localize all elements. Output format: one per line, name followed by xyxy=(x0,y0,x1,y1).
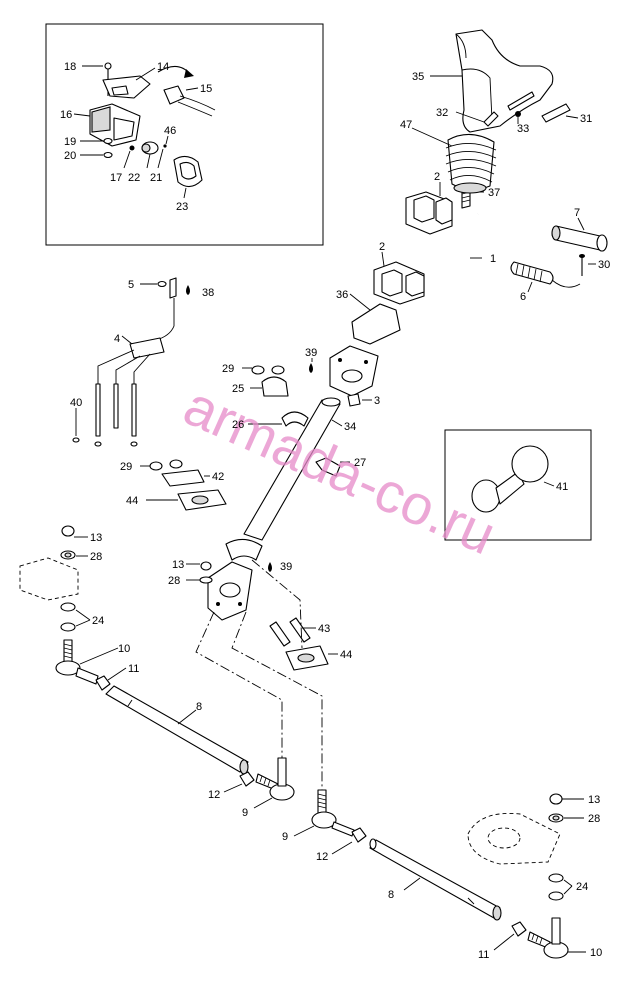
mount-bracket xyxy=(349,293,401,345)
callout-8b: 8 xyxy=(388,889,394,901)
callout-28a: 28 xyxy=(90,551,102,563)
callout-34: 34 xyxy=(344,421,356,433)
callout-42: 42 xyxy=(212,471,224,483)
upper-flange xyxy=(309,345,379,407)
trim-strip xyxy=(541,103,579,123)
callout-14: 14 xyxy=(157,61,169,73)
callout-22: 22 xyxy=(128,172,140,184)
callout-1: 1 xyxy=(490,253,496,265)
callout-24a: 24 xyxy=(92,615,104,627)
callout-44b: 44 xyxy=(340,649,352,661)
guide-lines xyxy=(195,559,323,790)
throttle-cable xyxy=(72,277,190,447)
callout-17: 17 xyxy=(110,172,122,184)
callout-10b: 10 xyxy=(590,947,602,959)
handlebar-cover xyxy=(430,29,554,133)
column-clamps xyxy=(242,365,350,477)
callout-13b: 13 xyxy=(172,559,184,571)
callout-23: 23 xyxy=(176,201,188,213)
callout-35: 35 xyxy=(412,71,424,83)
callout-5: 5 xyxy=(128,279,134,291)
callout-28c: 28 xyxy=(588,813,600,825)
callout-24b: 24 xyxy=(576,881,588,893)
callout-11b: 11 xyxy=(478,949,489,961)
callout-21: 21 xyxy=(150,172,162,184)
mid-clamp xyxy=(140,459,227,511)
callout-29a: 29 xyxy=(222,363,234,375)
switch-assembly xyxy=(73,62,216,199)
horn xyxy=(471,445,555,513)
callout-18: 18 xyxy=(64,61,76,73)
lower-flange xyxy=(186,538,272,621)
callout-7: 7 xyxy=(574,207,580,219)
callout-12b: 12 xyxy=(316,851,328,863)
callout-11a: 11 xyxy=(128,663,139,675)
callout-37: 37 xyxy=(488,187,500,199)
callout-38: 38 xyxy=(202,287,214,299)
callout-25: 25 xyxy=(232,383,244,395)
callout-2b: 2 xyxy=(379,241,385,253)
callout-44a: 44 xyxy=(126,495,138,507)
callout-30: 30 xyxy=(598,259,610,271)
callout-19: 19 xyxy=(64,136,76,148)
inset-frame-horn xyxy=(444,429,592,541)
callout-46: 46 xyxy=(164,125,176,137)
callout-12a: 12 xyxy=(208,789,220,801)
callout-20: 20 xyxy=(64,150,76,162)
callout-10a: 10 xyxy=(118,643,130,655)
callout-2a: 2 xyxy=(434,171,440,183)
right-linkage xyxy=(293,789,586,959)
callout-29b: 29 xyxy=(120,461,132,473)
callout-13a: 13 xyxy=(90,532,102,544)
callout-15: 15 xyxy=(200,83,212,95)
left-linkage xyxy=(19,525,295,809)
lower-clamp-44 xyxy=(269,617,338,671)
callout-9b: 9 xyxy=(282,831,288,843)
callout-16: 16 xyxy=(60,109,72,121)
callout-26: 26 xyxy=(232,419,244,431)
callout-32: 32 xyxy=(436,107,448,119)
callout-39b: 39 xyxy=(280,561,292,573)
callout-3: 3 xyxy=(374,395,380,407)
callout-8a: 8 xyxy=(196,701,202,713)
callout-28b: 28 xyxy=(168,575,180,587)
callout-9a: 9 xyxy=(242,807,248,819)
upper-clamp xyxy=(405,182,453,235)
steering-column xyxy=(243,397,343,541)
grip xyxy=(551,217,608,252)
callout-13c: 13 xyxy=(588,794,600,806)
lower-clamp xyxy=(373,251,425,305)
callout-36: 36 xyxy=(336,289,348,301)
callout-41: 41 xyxy=(556,481,568,493)
callout-47: 47 xyxy=(400,119,412,131)
callout-33: 33 xyxy=(517,123,529,135)
callout-39a: 39 xyxy=(305,347,317,359)
callout-6: 6 xyxy=(520,291,526,303)
callout-40: 40 xyxy=(70,397,82,409)
callout-27: 27 xyxy=(354,457,366,469)
heated-grip xyxy=(510,254,596,293)
rubber-boot xyxy=(411,127,497,194)
callout-4: 4 xyxy=(114,333,120,345)
inset-frame-switch xyxy=(45,23,324,246)
callout-labels: 18 14 15 16 46 19 20 17 22 21 23 35 32 3… xyxy=(60,61,610,961)
callout-43: 43 xyxy=(318,623,330,635)
screws-32-33 xyxy=(455,91,535,127)
callout-31: 31 xyxy=(580,113,592,125)
